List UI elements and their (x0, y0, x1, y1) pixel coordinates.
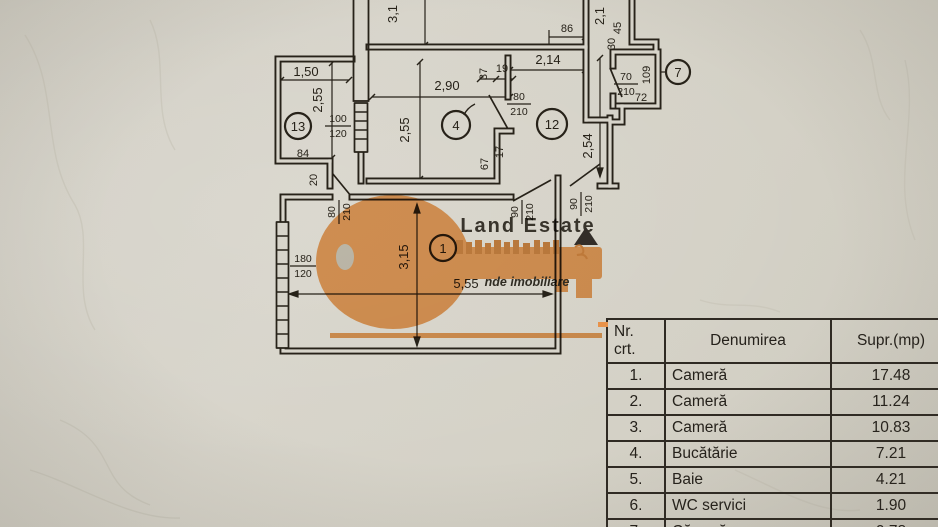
table-row: 1. Cameră 17.48 (606, 362, 938, 390)
dim-hall-width: 2,14 (535, 52, 560, 67)
svg-text:120: 120 (329, 128, 347, 140)
dim-camara-height: 109 (641, 66, 653, 84)
room1-window (275, 221, 290, 349)
dim-hall-niche: 86 (561, 23, 573, 35)
svg-text:90: 90 (509, 206, 521, 218)
watermark-block-text (456, 240, 559, 254)
fraction-labels: 100 120 180 120 80 210 70 210 80 210 90 … (290, 71, 638, 280)
kitchen-window (353, 102, 369, 153)
svg-text:210: 210 (617, 86, 635, 98)
dim-shelf-b: 30 (606, 38, 618, 50)
dim-balcony-bottom: 84 (297, 148, 309, 160)
camara-door-leaf (609, 67, 623, 98)
windows (275, 102, 369, 349)
dim-kitchen-width: 2,90 (434, 78, 459, 93)
dim-balcony-width: 1,50 (293, 64, 318, 79)
svg-text:90: 90 (568, 198, 580, 210)
kitchen-door-label: 80 210 (507, 91, 531, 118)
table-row: 2. Cameră 11.24 (606, 388, 938, 416)
dim-camara-width: 72 (635, 92, 647, 104)
wall-pillar (352, 0, 370, 102)
dim-jamb-a: 37 (478, 68, 490, 80)
orange-corner-mark (598, 322, 608, 327)
dim-shelf-a: 45 (612, 22, 624, 34)
table-row: 4. Bucătărie 7.21 (606, 440, 938, 468)
areas-table: Nr. crt. Denumirea Supr.(mp) 1. Cameră 1… (606, 318, 938, 527)
room1-door-b-label: 90 210 (568, 192, 595, 216)
dim-jamb-b: 19 (496, 63, 508, 75)
room-12-badge: 12 (535, 107, 569, 141)
svg-text:7: 7 (674, 65, 681, 80)
svg-text:4: 4 (452, 118, 459, 133)
room-7-badge: 7 (664, 58, 692, 86)
room1-door-b-leaf (569, 163, 601, 187)
camara-door-label: 70 210 (614, 71, 638, 98)
table-header-row: Nr. crt. Denumirea Supr.(mp) (606, 318, 938, 364)
svg-text:80: 80 (513, 91, 525, 103)
svg-text:180: 180 (294, 253, 312, 265)
room-13-badge: 13 (283, 111, 313, 141)
key-logo (316, 195, 602, 329)
table-row: 6. WC servici 1.90 (606, 492, 938, 520)
kitchen-door-leaf (488, 94, 509, 130)
table-row: 3. Cameră 10.83 (606, 414, 938, 442)
header-area: Supr.(mp) (830, 318, 938, 364)
svg-text:80: 80 (326, 206, 338, 218)
header-name: Denumirea (664, 318, 832, 364)
dim-niche-height: 67 (479, 158, 491, 170)
logo-squiggle (574, 244, 588, 260)
watermark-brand: Land Estate (460, 215, 595, 237)
room1-window-label: 180 120 (290, 253, 316, 280)
dim-topright-cut: 2,1 (592, 7, 607, 25)
dim-balcony-depth: 2,55 (310, 87, 325, 112)
watermark-tagline: nde imobiliare (485, 275, 570, 289)
dim-door13-jamb: 20 (308, 174, 320, 186)
watermark-underline (330, 333, 602, 338)
table-row: 7. Cămară 0.78 (606, 518, 938, 527)
svg-text:120: 120 (294, 268, 312, 280)
header-nr: Nr. crt. (606, 318, 666, 364)
room1-door-a-label: 90 210 (509, 200, 536, 224)
table-row: 5. Baie 4.21 (606, 466, 938, 494)
mountain-mark (574, 227, 598, 245)
svg-text:70: 70 (620, 71, 632, 83)
dim-kitchen-depth: 2,55 (397, 117, 412, 142)
svg-text:100: 100 (329, 113, 347, 125)
kitchen-window-label: 100 120 (325, 113, 351, 140)
svg-text:210: 210 (583, 195, 595, 213)
svg-text:12: 12 (545, 117, 559, 132)
svg-text:210: 210 (524, 203, 536, 221)
room-4-badge: 4 (440, 109, 472, 141)
dim-hall-depth: 2,54 (580, 133, 595, 158)
watermark: Land Estate nde imobiliare (316, 195, 602, 338)
dim-top-cut: 3,1 (385, 5, 400, 23)
door-leaves (327, 67, 623, 202)
dim-niche-width: 17 (494, 146, 506, 158)
room1-door-a-leaf (512, 179, 552, 202)
svg-text:210: 210 (510, 106, 528, 118)
svg-text:13: 13 (291, 119, 305, 134)
